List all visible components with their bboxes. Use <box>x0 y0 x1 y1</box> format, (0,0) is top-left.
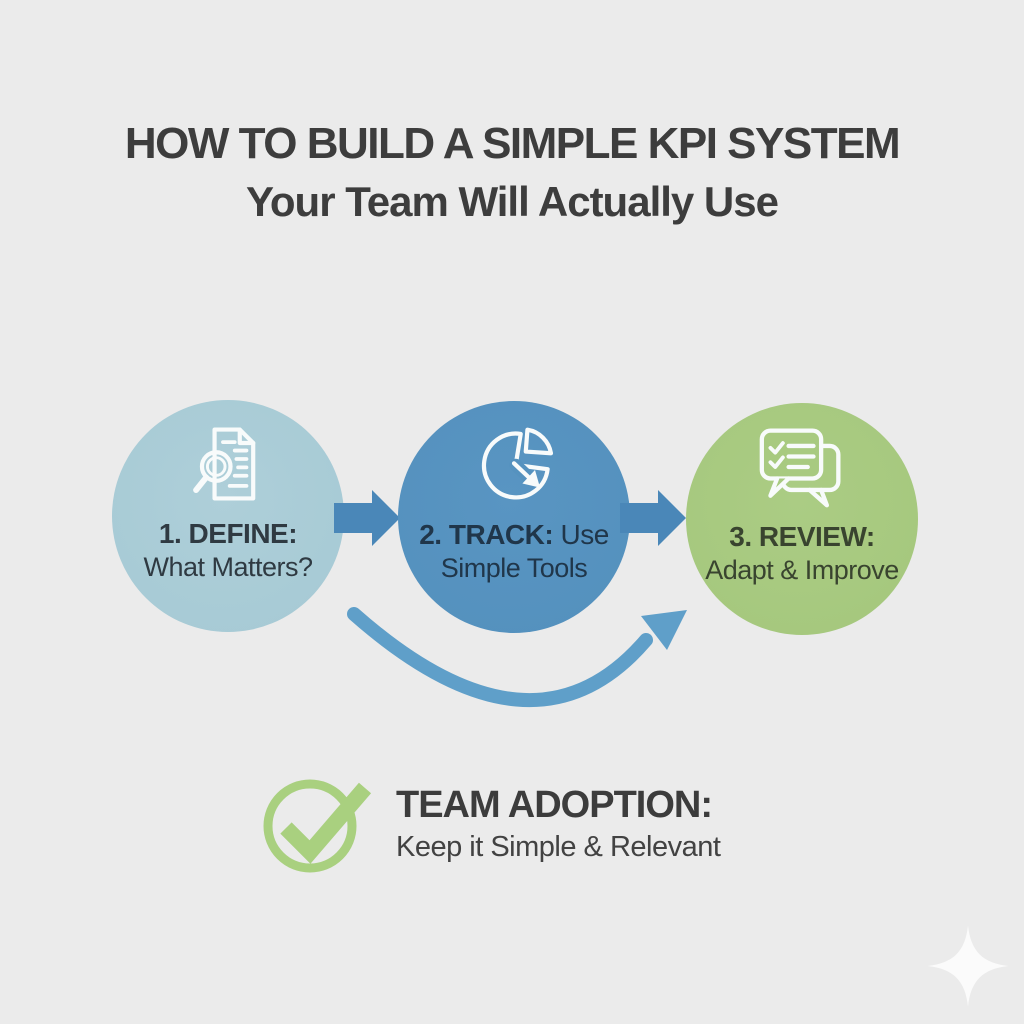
step-sublabel: Simple Tools <box>440 553 588 583</box>
title-line-1: HOW TO BUILD A SIMPLE KPI SYSTEM <box>124 119 901 168</box>
curved-up-arrow-icon <box>347 607 687 708</box>
step-label: 3. REVIEW: <box>729 521 875 552</box>
step-circle-review: 3. REVIEW: Adapt & Improve <box>686 403 918 635</box>
right-arrow-icon <box>620 490 686 546</box>
footer-label: TEAM ADOPTION: <box>396 784 713 826</box>
step-circle-define: 1. DEFINE: What Matters? <box>112 400 344 632</box>
checkmark-circle-icon <box>263 779 372 873</box>
footer-sublabel: Keep it Simple & Relevant <box>396 831 721 863</box>
page-title: HOW TO BUILD A SIMPLE KPI SYSTEM Your Te… <box>0 122 1024 223</box>
step-label: 1. DEFINE: <box>158 518 298 549</box>
footer-note: TEAM ADOPTION: Keep it Simple & Relevant <box>396 784 721 863</box>
step-sublabel: What Matters? <box>143 552 313 582</box>
step-label: 2. TRACK: Use <box>419 519 609 550</box>
sparkle-icon <box>927 925 1009 1007</box>
title-line-2: Your Team Will Actually Use <box>246 178 779 225</box>
document-magnifier-icon <box>186 420 270 508</box>
right-arrow-icon <box>334 490 400 546</box>
chat-checklist-icon <box>754 423 850 511</box>
step-circle-track: 2. TRACK: Use Simple Tools <box>398 401 630 633</box>
pie-chart-arrow-icon <box>472 421 556 509</box>
step-sublabel: Adapt & Improve <box>705 555 899 585</box>
